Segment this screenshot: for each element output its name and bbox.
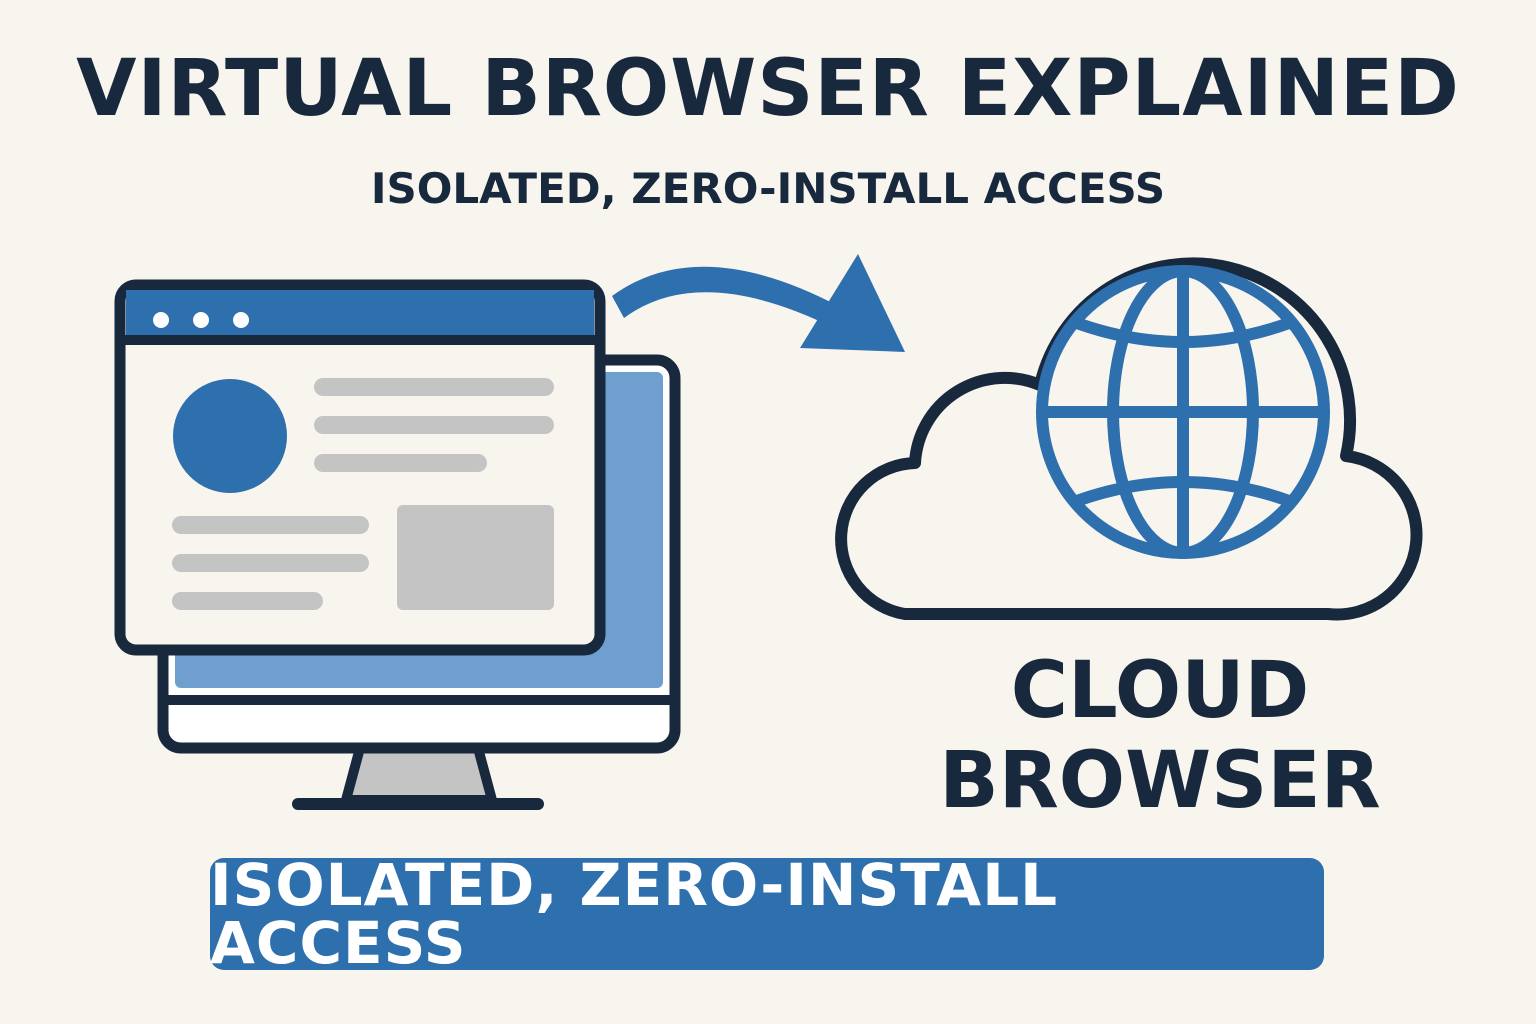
curved-arrow-icon [612, 254, 905, 352]
text-line-placeholder [314, 454, 487, 472]
cloud-browser-label-line1: CLOUD [1010, 646, 1310, 736]
globe-icon [1036, 265, 1330, 559]
window-dot-3 [233, 312, 249, 328]
banner-text: ISOLATED, ZERO-INSTALL ACCESS [210, 851, 1059, 977]
text-line-placeholder [172, 516, 369, 534]
window-dot-2 [193, 312, 209, 328]
page-subtitle: ISOLATED, ZERO-INSTALL ACCESS [370, 164, 1166, 213]
text-line-placeholder [172, 554, 369, 572]
text-line-placeholder [172, 592, 323, 610]
text-line-placeholder [314, 416, 554, 434]
image-placeholder [397, 505, 554, 610]
text-line-placeholder [314, 378, 554, 396]
browser-window-icon [114, 279, 606, 656]
page-title: VIRTUAL BROWSER EXPLAINED [76, 44, 1460, 134]
window-dot-1 [153, 312, 169, 328]
access-banner: ISOLATED, ZERO-INSTALL ACCESS [210, 851, 1324, 977]
cloud-browser-label-line2: BROWSER [939, 736, 1381, 826]
avatar-placeholder [173, 379, 287, 493]
